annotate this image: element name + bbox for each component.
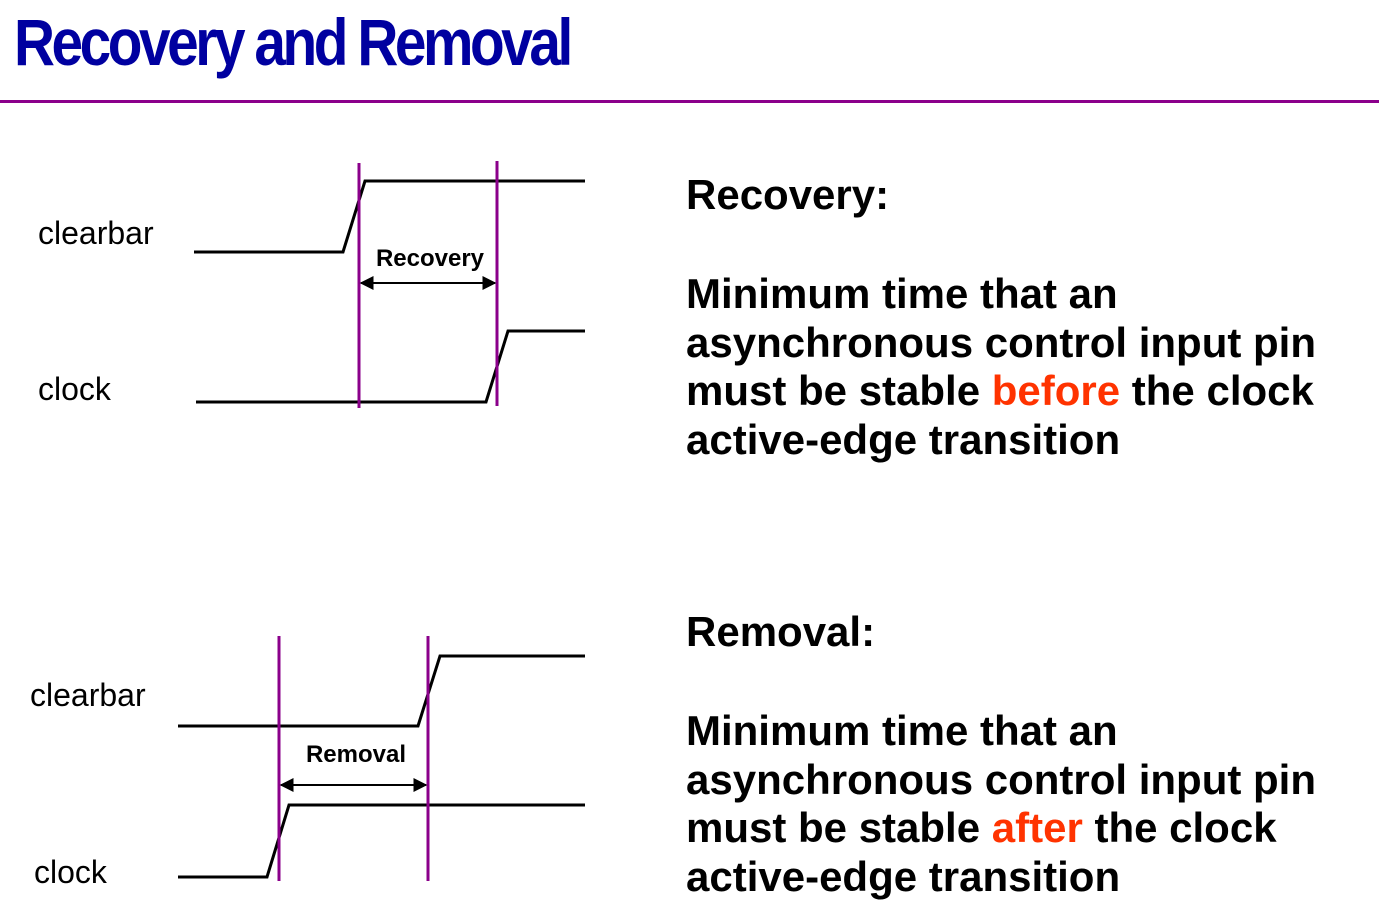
definition-line: Minimum time that an (686, 270, 1118, 317)
title-divider (0, 100, 1379, 103)
removal-timing-diagram: clearbar clock Removal (30, 636, 585, 890)
clearbar-signal-label: clearbar (38, 215, 154, 251)
recovery-description: Recovery: Minimum time that an asynchron… (686, 170, 1376, 464)
recovery-definition: Minimum time that an asynchronous contro… (686, 270, 1376, 464)
definition-line: asynchronous control input pin (686, 318, 1316, 366)
recovery-timing-diagram: clearbar clock Recovery (38, 161, 585, 408)
definition-line: asynchronous control input pin (686, 755, 1316, 803)
emphasis-after: after (991, 804, 1083, 851)
slide-title: Recovery and Removal (14, 5, 573, 79)
removal-definition: Minimum time that an asynchronous contro… (686, 707, 1376, 901)
clock-signal-label: clock (38, 371, 112, 407)
clearbar-waveform (194, 179, 585, 254)
recovery-heading: Recovery: (686, 171, 890, 218)
clearbar-signal-label: clearbar (30, 677, 146, 713)
removal-description: Removal: Minimum time that an asynchrono… (686, 607, 1376, 901)
removal-interval-label: Removal (306, 741, 406, 768)
definition-line: must be stable (686, 804, 992, 851)
removal-heading: Removal: (686, 608, 876, 655)
clock-waveform (178, 803, 585, 879)
clock-signal-label: clock (34, 854, 108, 890)
definition-line: must be stable (686, 367, 992, 414)
clock-waveform (196, 329, 585, 404)
clearbar-waveform (178, 654, 585, 728)
definition-line: Minimum time that an (686, 707, 1118, 754)
definition-line: the clock (1082, 804, 1277, 851)
definition-line: active-edge transition (686, 415, 1121, 463)
emphasis-before: before (991, 367, 1121, 414)
recovery-interval-label: Recovery (376, 245, 485, 272)
definition-line: the clock (1120, 367, 1314, 414)
definition-line: active-edge transition (686, 852, 1121, 900)
